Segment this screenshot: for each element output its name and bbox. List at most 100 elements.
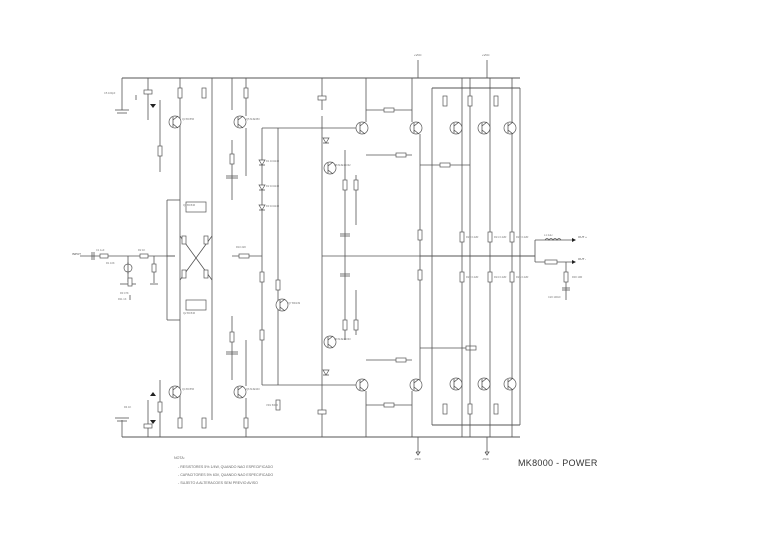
resistor-bias-c [275, 399, 281, 411]
bias-resistor [151, 263, 157, 273]
q1-label: Q1 BC546 [183, 203, 196, 207]
bias-network [258, 127, 358, 411]
resistor-cs-top [157, 145, 163, 157]
resistor-bias-b [259, 329, 265, 341]
emitter-resistor-3 [509, 231, 515, 243]
vr-bias-label: VR1 500R [266, 403, 278, 407]
resistor-q3-collector [177, 417, 183, 429]
vbe-multiplier-resistor [275, 279, 281, 291]
resistor-bias-a [259, 271, 265, 283]
resistor-driver-c [342, 319, 348, 331]
output-network [534, 238, 576, 300]
q8-label: Q8 MJE15032 [334, 163, 351, 167]
resistor-gate-3 [493, 95, 499, 107]
resistor-driver-d [353, 319, 359, 331]
resistor-pre-bottom-2 [383, 402, 395, 408]
resistor-q4-collector [201, 417, 207, 429]
emitter-resistor-5 [487, 271, 493, 283]
rail-label-top-left: +VCC [414, 53, 422, 57]
note-line-2: - CAPACITORES 5% 63V, QUANDO NAO ESPECIF… [178, 473, 273, 477]
diode-d5 [322, 369, 330, 376]
resistor-emitter-a [181, 235, 187, 245]
c-in-label: C1 1uF [96, 248, 105, 252]
resistor-pre-mid [417, 229, 423, 241]
resistor-cs-top-series [143, 89, 153, 95]
re4-label: R23 0.22R [466, 275, 479, 279]
pre-driver-pair [355, 78, 477, 437]
q3-label: Q3 BC556 [182, 117, 195, 121]
r-bias-label: R3 47K [120, 291, 129, 295]
r-in-label: R1 10K [106, 261, 115, 265]
resistor-gate-2 [467, 95, 473, 107]
output-stage [420, 78, 535, 437]
output-inductor [544, 238, 562, 241]
transistors-left [168, 115, 247, 399]
transistor-q3 [168, 115, 182, 129]
resistor-vas-feed [238, 253, 250, 259]
transistor-driver-bottom [323, 335, 337, 349]
resistor-vas-mid-top [229, 153, 235, 165]
resistor-base-bottom [465, 345, 477, 351]
q6-label: Q6 MJE340 [246, 387, 260, 391]
d2-label: D2 1N4148 [266, 184, 280, 188]
q4-label: Q4 BC556 [182, 387, 195, 391]
resistor-driver-a [342, 179, 348, 191]
diode-d1 [258, 159, 266, 166]
emitter-resistor-6 [509, 271, 515, 283]
note-line-1: - RESISTORES 5% 1/4W, QUANDO NAO ESPECIF… [178, 465, 273, 469]
diode-d2 [258, 184, 266, 191]
ic-dual-transistor-top [185, 201, 207, 213]
transistor-driver-top [323, 161, 337, 175]
resistor-pre-top-2 [395, 152, 407, 158]
rail-label-bottom-left: -VCC [414, 457, 421, 461]
resistor-driver-b [353, 179, 359, 191]
current-sources [115, 78, 163, 437]
resistor-pre-bottom [395, 357, 407, 363]
r-zobel-label: R30 10R [572, 275, 582, 279]
emitter-resistor-1 [459, 231, 465, 243]
input-resistor-2 [139, 253, 149, 259]
transistor-q4 [168, 385, 182, 399]
output-resistor [544, 259, 558, 265]
re6-label: R25 0.22R [516, 275, 529, 279]
emitter-resistor-2 [487, 231, 493, 243]
transistor-pre-top-b [409, 121, 423, 135]
transistor-out-top-1 [449, 121, 463, 135]
r-in2-label: R2 1K [138, 248, 145, 252]
q5-label: Q5 MJE350 [246, 117, 260, 121]
rail-label-top-right: +VCC [482, 53, 490, 57]
transistor-pre-top-a [355, 121, 369, 135]
transistor-pre-bottom-b [409, 378, 423, 392]
resistor-q1-collector [177, 87, 183, 99]
cs-top-cap-label: C5 100pF [104, 91, 116, 95]
resistor-gate-1 [442, 95, 448, 107]
resistor-emitter-b [203, 235, 209, 245]
transistor-out-top-3 [503, 121, 517, 135]
d1-label: D1 1N4148 [266, 159, 280, 163]
emitter-resistor-4 [459, 271, 465, 283]
feedback-path [127, 255, 175, 300]
transistor-pre-bottom-a [355, 378, 369, 392]
transistor-out-top-2 [477, 121, 491, 135]
cap-driver-top [317, 95, 327, 101]
driver-stage [317, 78, 420, 437]
resistor-cs-bottom-series [143, 423, 153, 429]
q7-label: Q7 BD139 [288, 301, 301, 305]
re5-label: R24 0.22R [494, 275, 507, 279]
input-net-label: INPUT [72, 252, 81, 256]
d3-label: D3 1N4148 [266, 204, 280, 208]
q9-label: Q9 MJE15033 [334, 337, 351, 341]
cap-driver-bottom [317, 409, 327, 415]
resistor-vas-bottom [243, 417, 249, 429]
resistor-q2-collector [201, 87, 207, 99]
resistor-gate-4 [442, 403, 448, 415]
resistor-emitter-d [203, 269, 209, 279]
c-zobel-label: C20 100nF [548, 295, 561, 299]
l-out-label: L1 2uH [544, 233, 552, 237]
transistor-out-bottom-2 [477, 377, 491, 391]
re3-label: R22 0.22R [516, 235, 529, 239]
resistor-emitter-c [181, 269, 187, 279]
transistor-out-bottom-3 [503, 377, 517, 391]
differential-pairs [166, 78, 213, 429]
